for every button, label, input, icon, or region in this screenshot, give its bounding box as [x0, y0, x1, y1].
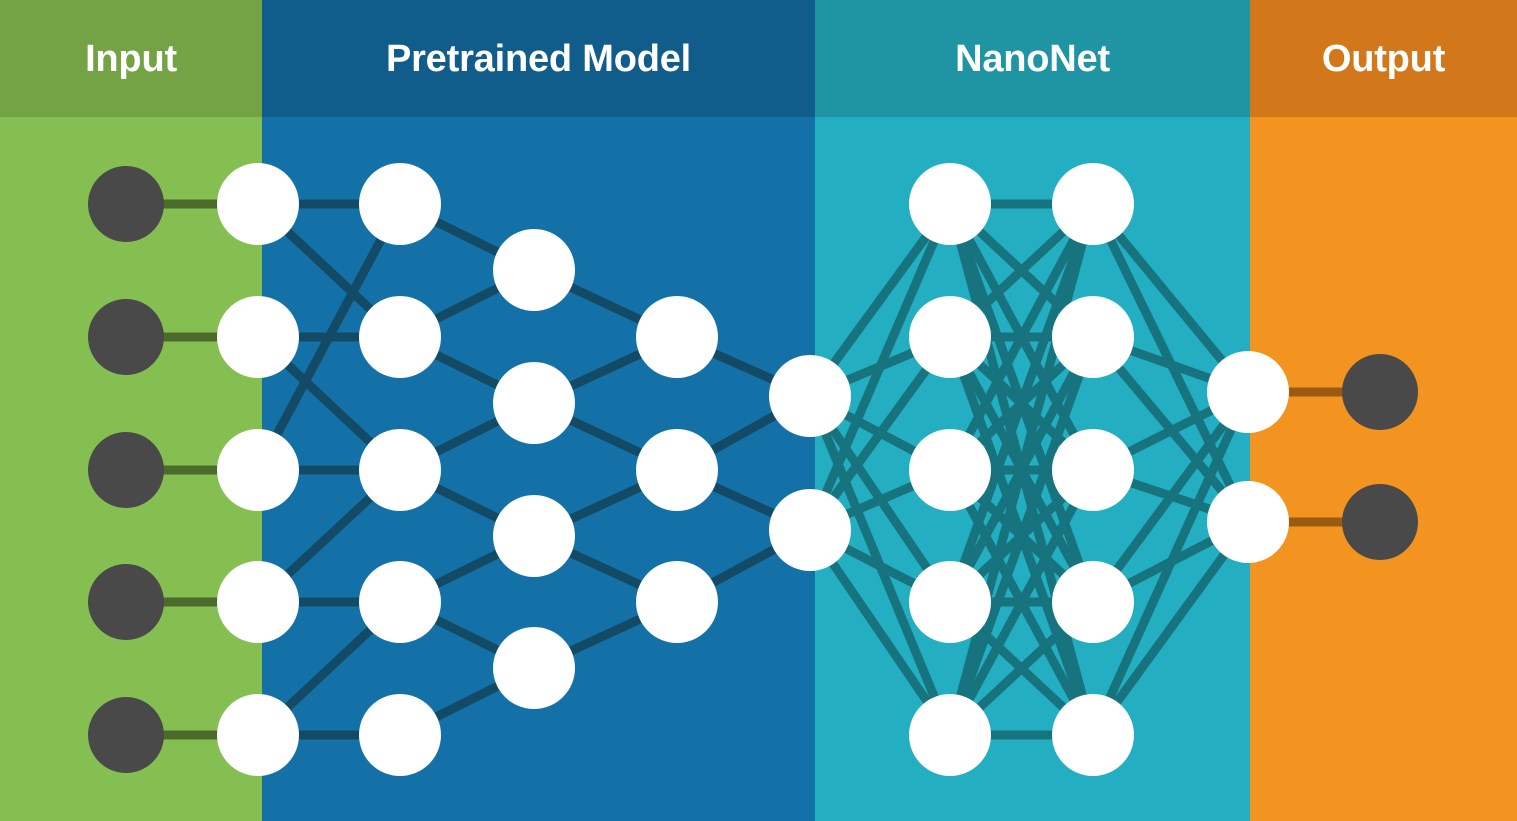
io-node [1342, 484, 1418, 560]
edges-group [126, 199, 1380, 740]
neuron-node [1052, 561, 1134, 643]
neuron-node [909, 163, 991, 245]
neuron-node [493, 229, 575, 311]
neuron-node [909, 429, 991, 511]
io-node [88, 299, 164, 375]
neuron-node [493, 362, 575, 444]
neuron-node [1052, 694, 1134, 776]
nodes-group [88, 163, 1418, 776]
neuron-node [359, 694, 441, 776]
neuron-node [909, 296, 991, 378]
section-output-header [1250, 0, 1517, 117]
neuron-node [493, 627, 575, 709]
neuron-node [359, 429, 441, 511]
edge [806, 527, 954, 738]
neuron-node [1052, 296, 1134, 378]
section-input: Input [0, 0, 262, 821]
neuron-node [1207, 481, 1289, 563]
neuron-node [493, 495, 575, 577]
edge [945, 202, 1098, 737]
neuron-node [217, 429, 299, 511]
neuron-node [1052, 163, 1134, 245]
section-nanonet-header [815, 0, 1250, 117]
neuron-node [1207, 351, 1289, 433]
edge [945, 202, 1098, 604]
edge [945, 335, 1098, 737]
neuron-node [769, 355, 851, 437]
neuron-node [909, 694, 991, 776]
section-output-title: Output [1321, 37, 1446, 80]
io-node [88, 432, 164, 508]
neuron-node [636, 561, 718, 643]
section-pretrained-header [262, 0, 815, 117]
section-nanonet-title: NanoNet [955, 37, 1110, 80]
io-node [88, 697, 164, 773]
neuron-node [359, 163, 441, 245]
neuron-node [636, 429, 718, 511]
io-node [88, 564, 164, 640]
section-pretrained: Pretrained Model [262, 0, 815, 821]
edge [1088, 390, 1253, 737]
neuron-node [909, 561, 991, 643]
neuron-node [217, 163, 299, 245]
edge [254, 201, 404, 473]
neuron-node [217, 561, 299, 643]
section-input-header [0, 0, 262, 117]
edge [1089, 519, 1252, 738]
neuron-node [769, 489, 851, 571]
neuron-node [217, 296, 299, 378]
edge [1089, 389, 1252, 605]
edge [805, 202, 955, 532]
neuron-node [636, 296, 718, 378]
neuron-node [1052, 429, 1134, 511]
section-pretrained-title: Pretrained Model [385, 37, 692, 80]
io-node [88, 166, 164, 242]
neuron-node [359, 296, 441, 378]
io-node [1342, 354, 1418, 430]
section-input-title: Input [85, 37, 177, 80]
neuron-node [359, 561, 441, 643]
edge [946, 201, 1097, 473]
neuron-node [217, 694, 299, 776]
edge [946, 467, 1097, 738]
